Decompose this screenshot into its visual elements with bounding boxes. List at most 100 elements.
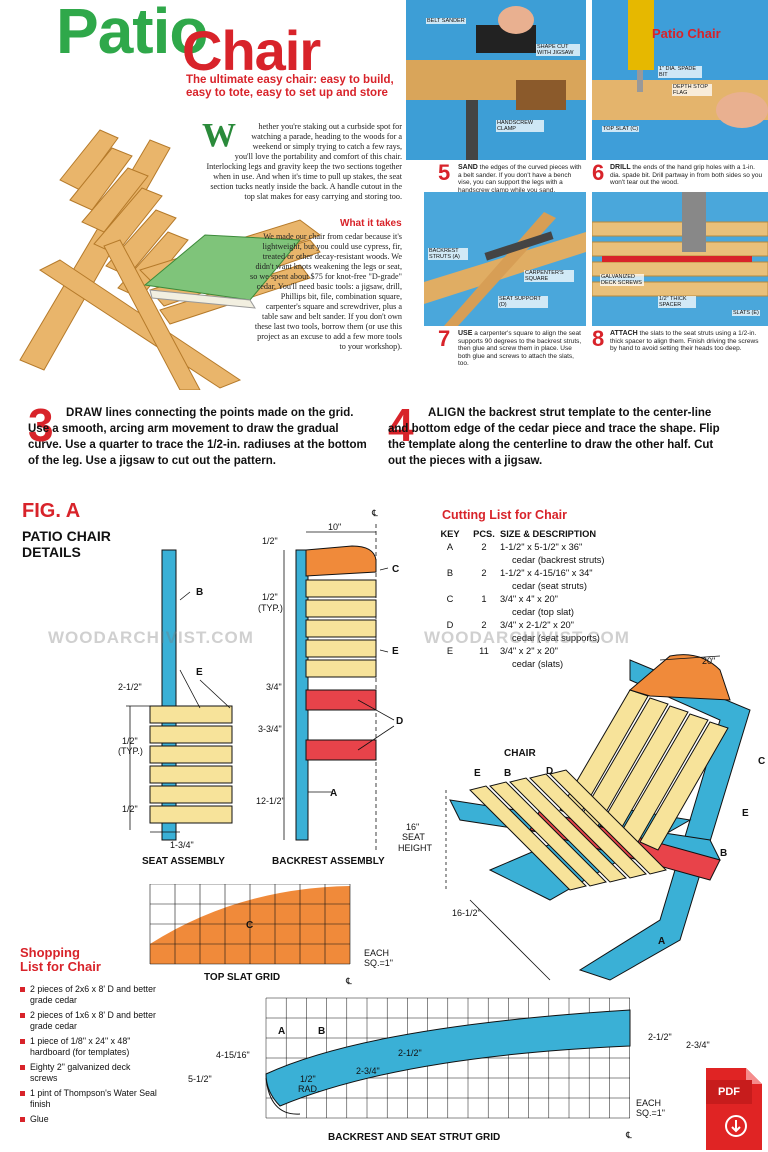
what-it-takes-heading: What it takes xyxy=(340,218,402,229)
cutting-list-desc: 3/4" x 2" x 20"cedar (slats) xyxy=(500,645,660,671)
cutting-list-material: cedar (backrest struts) xyxy=(512,555,605,565)
seat-dim-1-2-typ: 1/2" xyxy=(122,736,138,746)
seat-dim-1-3-4: 1-3/4" xyxy=(170,840,194,850)
top-slat-centerline: ℄ xyxy=(346,976,352,986)
photo6-label-1: 1" DIA. SPADE BIT xyxy=(658,66,702,78)
photo-step-6-number: 6 xyxy=(592,160,605,185)
photo-step-7-text: a carpenter's square to align the seat s… xyxy=(458,330,582,367)
cutting-list-pcs: 11 xyxy=(479,646,489,656)
backrest-dim-typ: (TYP.) xyxy=(258,603,283,613)
photo-step-8-number: 8 xyxy=(592,326,605,351)
slats-illustration xyxy=(592,192,768,297)
cutting-list-row: E 11 3/4" x 2" x 20"cedar (slats) xyxy=(432,645,660,671)
strut-dim-2-1-2-a: 2-1/2" xyxy=(398,1048,422,1058)
backrest-dim-centerline: ℄ xyxy=(372,508,378,518)
shopping-list-item: Eighty 2" galvanized deck screws xyxy=(20,1062,160,1084)
backrest-label-d: D xyxy=(396,716,404,727)
step-3-text-block: DRAW lines connecting the points made on… xyxy=(28,405,374,469)
chair-dim-20: 20" xyxy=(702,656,716,666)
title-patio: Patio xyxy=(56,0,208,67)
step-3-number: 3 xyxy=(28,399,54,451)
cutting-list-size: 3/4" x 4" x 20" xyxy=(500,594,558,604)
intro-dropcap: W xyxy=(202,117,236,154)
backrest-dim-3-4: 3/4" xyxy=(266,682,282,692)
photo-step-5-lead: SAND xyxy=(458,164,478,171)
tagline: The ultimate easy chair: easy to build, … xyxy=(186,74,394,99)
cutting-list-key: E xyxy=(446,646,454,656)
pdf-label: PDF xyxy=(718,1086,740,1098)
strut-each-sq: EACH SQ.=1" xyxy=(636,1098,665,1118)
cutting-list-key: A xyxy=(446,542,454,552)
cutting-list-pcs: 1 xyxy=(481,594,487,604)
carpenters-square-illustration xyxy=(424,212,586,326)
chair-label-e-2: E xyxy=(742,808,749,819)
cutting-list-title: Cutting List for Chair xyxy=(442,508,567,522)
top-slat-label-c: C xyxy=(246,920,254,931)
photo-step-7-number: 7 xyxy=(438,326,451,351)
cutting-list-key: D xyxy=(446,620,454,630)
chair-photo-illustration xyxy=(19,129,322,390)
figure-subtitle: PATIO CHAIR DETAILS xyxy=(22,528,111,560)
shopping-list: 2 pieces of 2x6 x 8' D and better grade … xyxy=(20,984,160,1129)
shopping-list-title: Shopping List for Chair xyxy=(20,946,101,974)
strut-dim-2-1-2-b: 2-1/2" xyxy=(648,1032,672,1042)
cutting-list-pcs: 2 xyxy=(481,568,487,578)
strut-dim-1-2: 1/2" xyxy=(300,1074,316,1084)
chair-dim-16: 16" xyxy=(406,822,420,832)
cutting-list-header-pcs: PCS. xyxy=(473,529,495,539)
step-4-lead: ALIGN xyxy=(428,407,466,419)
cutting-list-size: 3/4" x 2-1/2" x 20" xyxy=(500,620,574,630)
backrest-label-c: C xyxy=(392,564,400,575)
cutting-list-size: 1-1/2" x 4-15/16" x 34" xyxy=(500,568,593,578)
chair-label-a: A xyxy=(658,936,666,947)
strut-grid xyxy=(265,997,631,1119)
chair-label-b-1: B xyxy=(504,768,512,779)
shopping-list-title-line1: Shopping xyxy=(20,945,80,960)
photo6-overlay-title: Patio Chair xyxy=(652,26,721,41)
cutting-list-desc: 1-1/2" x 5-1/2" x 36"cedar (backrest str… xyxy=(500,541,660,567)
seat-assembly-drawing xyxy=(126,549,233,841)
strut-dim-4-15-16: 4-15/16" xyxy=(216,1050,250,1060)
photo-step-7-lead: USE xyxy=(458,330,473,337)
intro-paragraph: W hether you're staking out a curbside s… xyxy=(202,117,402,202)
strut-dim-5-1-2: 5-1/2" xyxy=(188,1074,212,1084)
strut-grid-caption: BACKREST AND SEAT STRUT GRID xyxy=(328,1132,501,1143)
backrest-assembly-drawing xyxy=(283,524,395,850)
strut-dim-2-3-4-b: 2-3/4" xyxy=(686,1040,710,1050)
backrest-dim-12-1-2: 12-1/2" xyxy=(256,796,285,806)
photo-step-5: BELT SANDER SHAPE CUT WITH JIGSAW HANDSC… xyxy=(406,0,586,160)
seat-dim-2-1-2: 2-1/2" xyxy=(118,682,142,692)
chair-caption: CHAIR xyxy=(504,748,536,759)
intro-text: hether you're staking out a curbside spo… xyxy=(206,122,402,201)
backrest-label-a: A xyxy=(330,788,338,799)
backrest-assembly-caption: BACKREST ASSEMBLY xyxy=(272,856,385,867)
photo-step-6-lead: DRILL xyxy=(610,164,631,171)
chair-dim-16-1-2: 16-1/2" xyxy=(452,908,481,918)
seat-label-b: B xyxy=(196,587,204,598)
photo7-label-3: SEAT SUPPORT (D) xyxy=(498,296,548,308)
title-chair: Chair xyxy=(182,19,321,82)
strut-label-b: B xyxy=(318,1026,326,1037)
photo-step-7: BACKREST STRUTS (A) CARPENTER'S SQUARE S… xyxy=(424,192,586,326)
cutting-list-row: C 1 3/4" x 4" x 20" cedar (top slat) xyxy=(432,593,660,619)
shopping-list-item: 2 pieces of 1x6 x 8' D and better grade … xyxy=(20,1010,160,1032)
photo-step-5-number: 5 xyxy=(438,160,451,185)
step-4-text-block: ALIGN the backrest strut template to the… xyxy=(388,405,728,469)
photo-step-6: Patio Chair 1" DIA. SPADE BIT DEPTH STOP… xyxy=(592,0,768,160)
chair-label-e-1: E xyxy=(474,768,481,779)
backrest-dim-1-2-a: 1/2" xyxy=(262,536,278,546)
pdf-download-badge[interactable]: PDF xyxy=(702,1064,764,1150)
photo6-label-3: TOP SLAT (C) xyxy=(602,126,640,132)
seat-dim-1-2: 1/2" xyxy=(122,804,138,814)
watermark-1: WOODARCHIVIST.COM xyxy=(48,628,254,647)
photo-step-8-text: the slats to the seat struts using a 1/2… xyxy=(610,330,759,352)
figure-subtitle-line1: PATIO CHAIR xyxy=(22,528,111,544)
photo-step-6-text: the ends of the hand grip holes with a 1… xyxy=(610,164,763,186)
figure-subtitle-line2: DETAILS xyxy=(22,544,81,560)
backrest-label-e: E xyxy=(392,646,399,657)
cutting-list-material: cedar (top slat) xyxy=(512,607,575,617)
cutting-list-key: C xyxy=(446,594,454,604)
shopping-list-item: 1 piece of 1/8" x 24" x 48" hardboard (f… xyxy=(20,1036,160,1058)
step-4-number: 4 xyxy=(388,399,414,451)
backrest-dim-10: 10" xyxy=(328,522,342,532)
